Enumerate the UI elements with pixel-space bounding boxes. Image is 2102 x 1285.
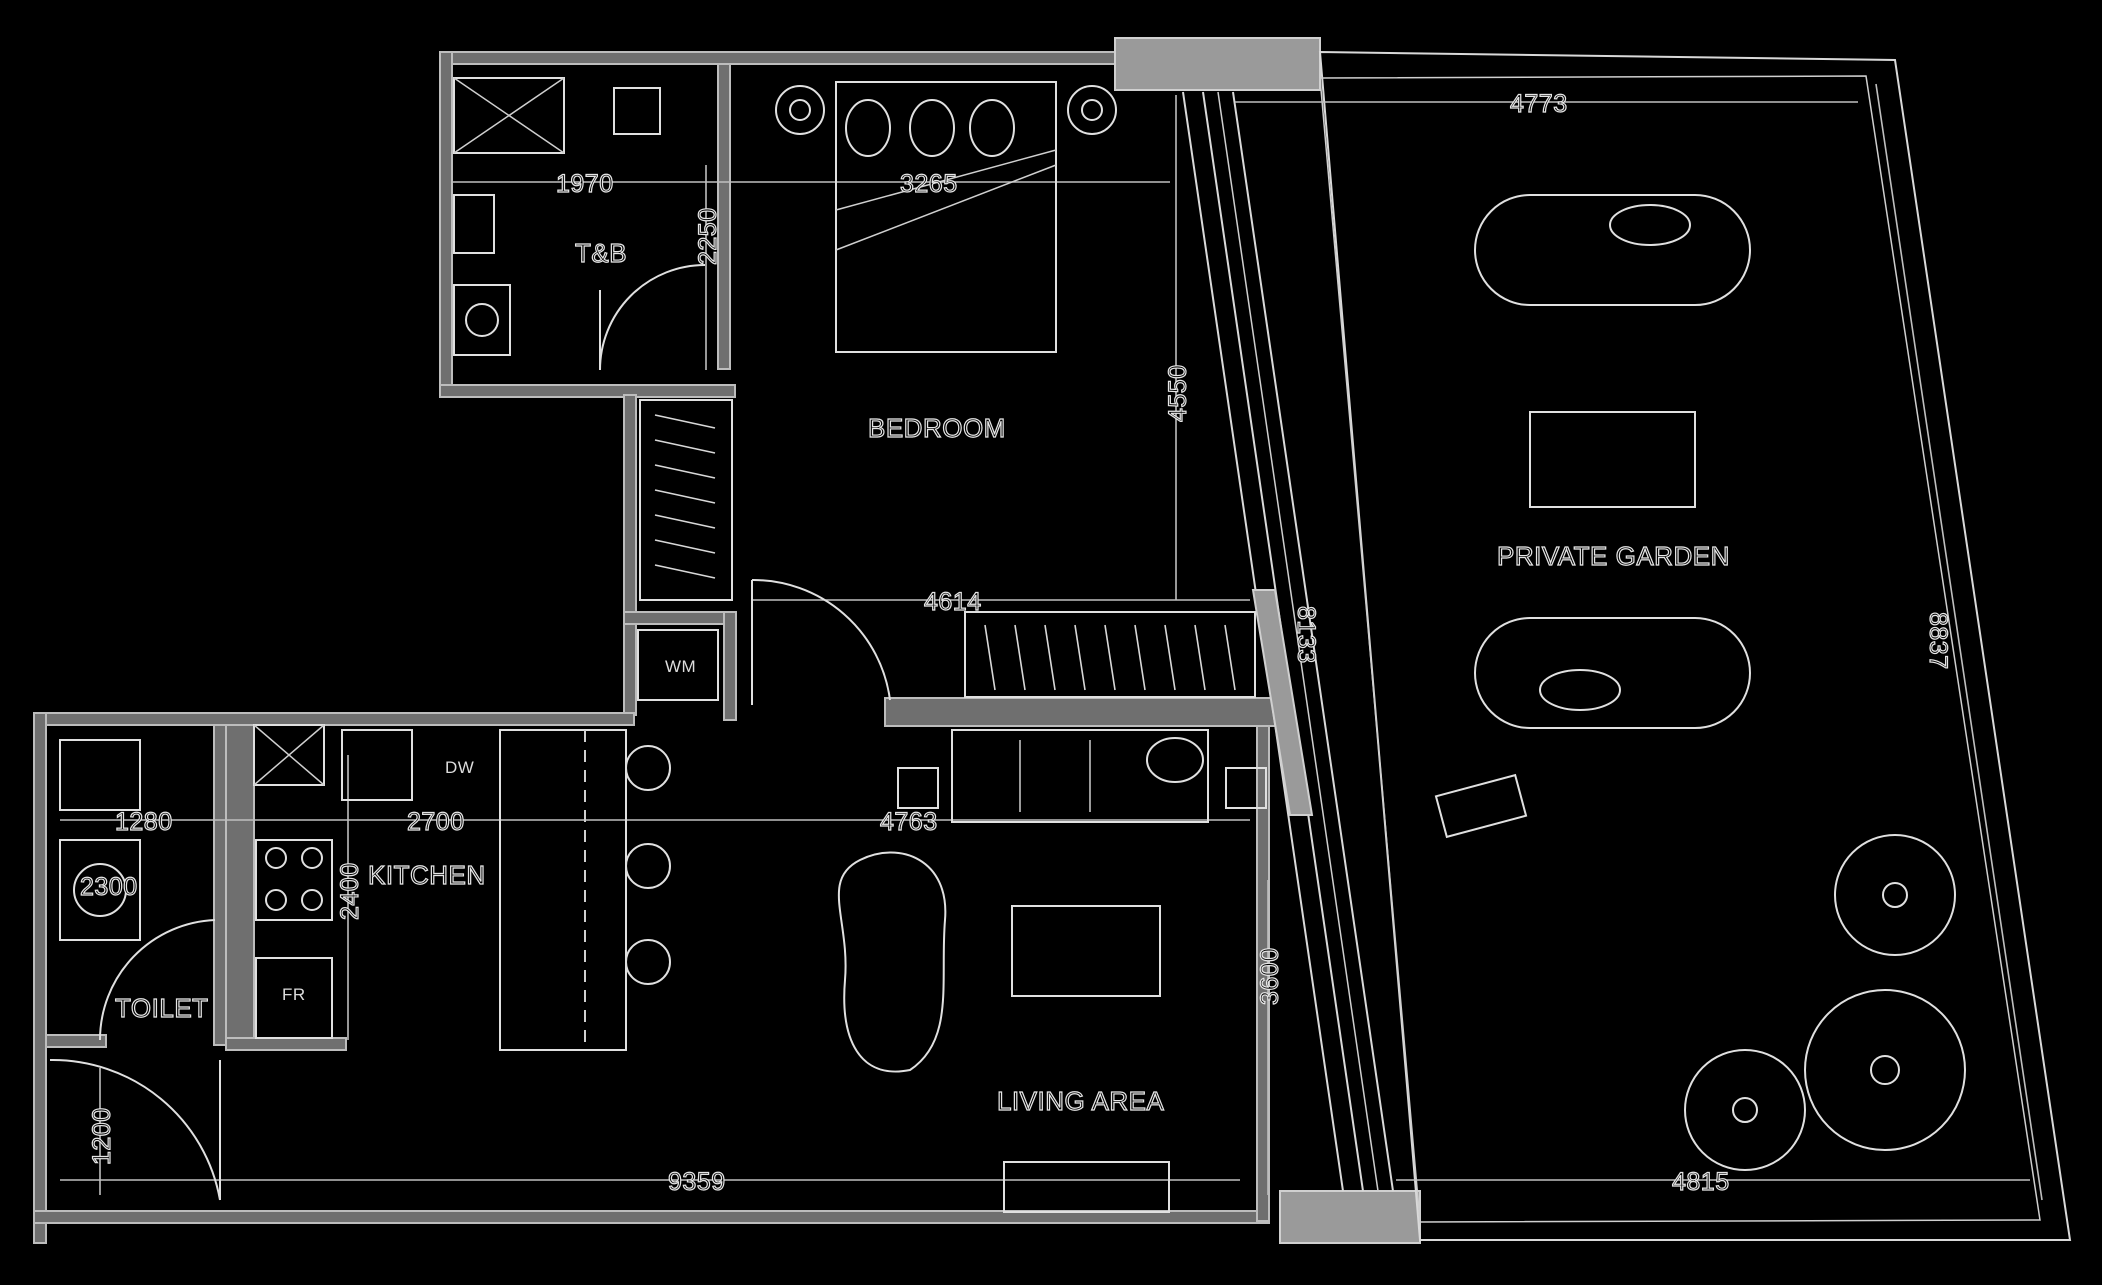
dim-bedroom-width: 4614 — [924, 588, 982, 616]
dim-kitchen-width: 2700 — [407, 808, 465, 836]
dim-tb-height: 2250 — [694, 207, 722, 265]
label-bedroom: BEDROOM — [868, 413, 1006, 443]
label-toilet: TOILET — [115, 993, 209, 1023]
dim-glazing: 8133 — [1292, 606, 1320, 664]
dimension-lines — [60, 95, 1269, 1195]
glazing-wall — [1182, 91, 1394, 1192]
living-furniture — [837, 729, 1267, 1213]
tag-wm: WM — [665, 657, 696, 676]
label-tb: T&B — [575, 238, 627, 268]
dim-toilet-width: 1280 — [115, 808, 173, 836]
tb-fixtures — [453, 77, 706, 371]
garden-furniture — [1434, 194, 1966, 1171]
dim-kitchen-depth: 2400 — [336, 862, 364, 920]
label-kitchen: KITCHEN — [368, 860, 486, 890]
room-labels: BEDROOM PRIVATE GARDEN LIVING AREA KITCH… — [114, 237, 1730, 1116]
dim-garden-bottom: 4815 — [1672, 1168, 1730, 1196]
dim-toilet-depth-b: 1200 — [88, 1107, 116, 1165]
dim-overall-width: 9359 — [668, 1168, 726, 1196]
dim-bed-width: 3265 — [900, 170, 958, 198]
dim-garden-height: 8837 — [1924, 612, 1952, 670]
bedroom-furniture — [637, 81, 1256, 705]
appliance-tags: WM DW FR — [282, 657, 696, 1004]
label-private-garden: PRIVATE GARDEN — [1497, 541, 1730, 571]
tag-dw: DW — [445, 758, 474, 777]
dim-living-width: 4763 — [880, 808, 938, 836]
dim-living-depth: 3600 — [1256, 947, 1284, 1005]
garden-boundary — [1235, 50, 2072, 1241]
columns — [1114, 37, 1421, 1244]
label-living-area: LIVING AREA — [997, 1086, 1164, 1116]
dim-garden-top: 4773 — [1510, 90, 1568, 118]
kitchen-fixtures — [49, 724, 671, 1201]
tag-fr: FR — [282, 985, 306, 1004]
dim-bedroom-depth: 4550 — [1164, 364, 1192, 422]
dimension-labels: 4773 4815 8837 8133 1970 2250 3265 4550 … — [79, 89, 1952, 1196]
dim-toilet-depth-a: 2300 — [80, 873, 138, 901]
dim-tb-width: 1970 — [556, 170, 614, 198]
walls — [33, 51, 1278, 1244]
